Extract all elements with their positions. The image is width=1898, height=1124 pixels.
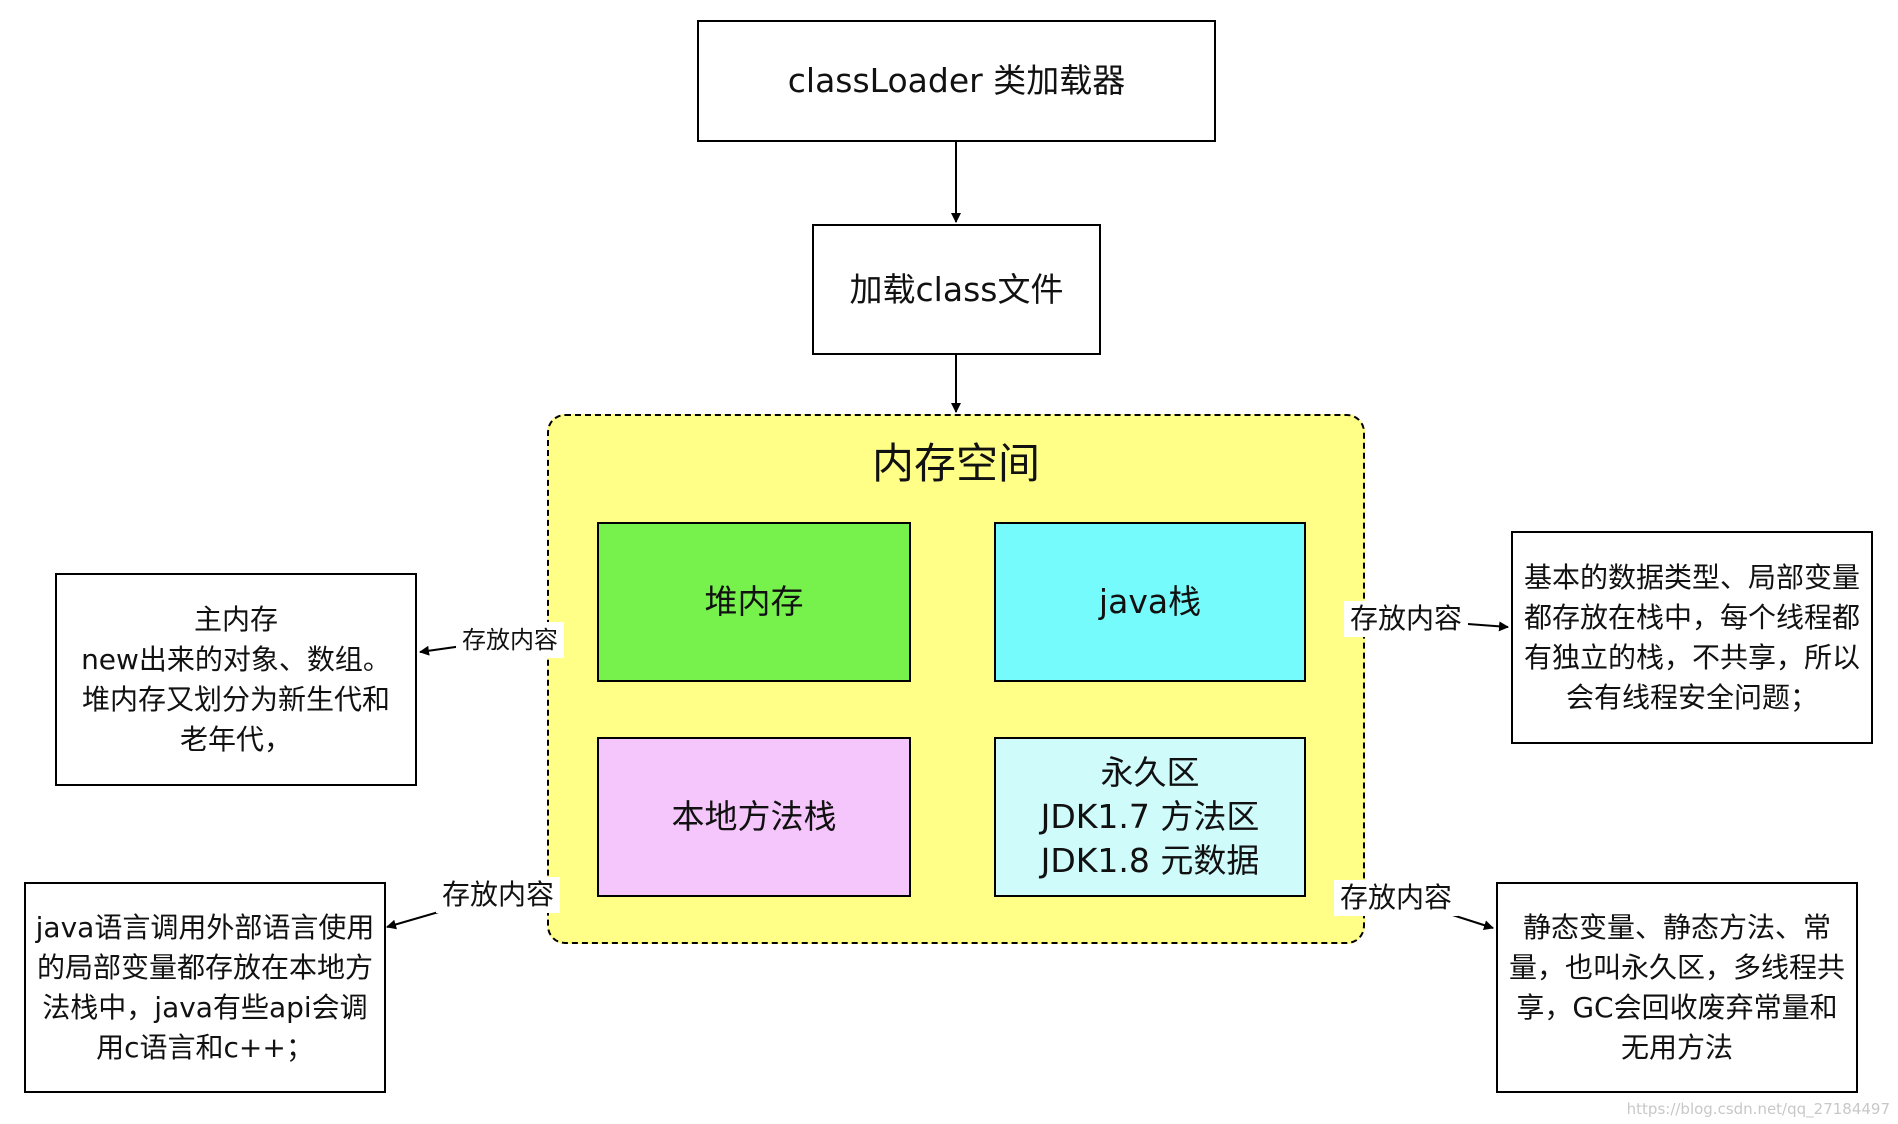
heap-box: 堆内存 — [597, 522, 911, 682]
heap-note: 主内存 new出来的对象、数组。 堆内存又划分为新生代和 老年代， — [55, 573, 417, 786]
permanent-note: 静态变量、静态方法、常 量，也叫永久区，多线程共 享，GC会回收废弃常量和 无用… — [1496, 882, 1858, 1093]
permanent-edge-label: 存放内容 — [1334, 880, 1459, 916]
java-stack-box: java栈 — [994, 522, 1306, 682]
load-class-file-box: 加载class文件 — [812, 224, 1101, 355]
permanent-area-box: 永久区 JDK1.7 方法区 JDK1.8 元数据 — [994, 737, 1306, 897]
java-stack-edge-label: 存放内容 — [1344, 601, 1469, 637]
classloader-box: classLoader 类加载器 — [697, 20, 1216, 142]
native-stack-edge-label: 存放内容 — [436, 877, 561, 913]
watermark: https://blog.csdn.net/qq_27184497 — [1626, 1100, 1890, 1118]
heap-edge-label: 存放内容 — [456, 622, 564, 658]
java-stack-note: 基本的数据类型、局部变量 都存放在栈中，每个线程都 有独立的栈，不共享，所以 会… — [1511, 531, 1873, 744]
native-method-stack-box: 本地方法栈 — [597, 737, 911, 897]
native-stack-note: java语言调用外部语言使用 的局部变量都存放在本地方 法栈中，java有些ap… — [24, 882, 386, 1093]
memory-space-title: 内存空间 — [871, 439, 1040, 488]
